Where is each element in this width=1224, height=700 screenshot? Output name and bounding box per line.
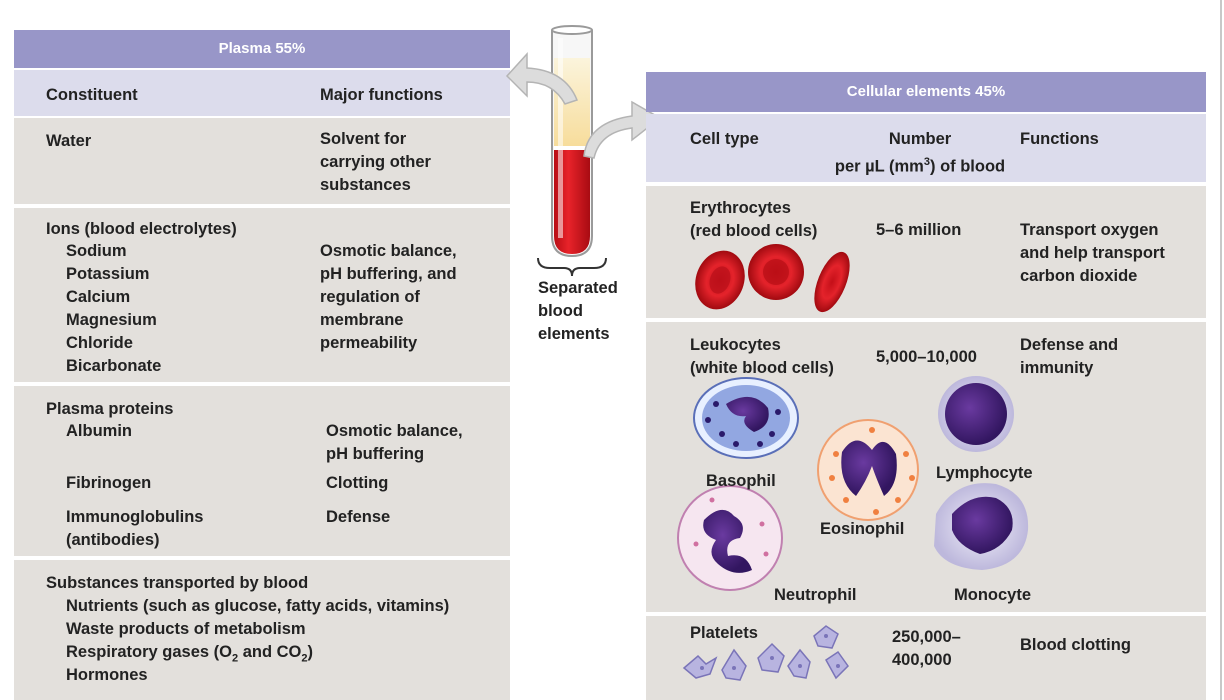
arrow-to-plasma-icon [505, 52, 578, 105]
water-function: Solvent for carrying other substances [320, 130, 431, 194]
transported-item-hormones: Hormones [66, 666, 148, 684]
col-cell-type: Cell type [690, 130, 759, 148]
eosinophil-label: Eosinophil [820, 520, 905, 538]
water-label: Water [46, 132, 92, 150]
fibrinogen-function: Clotting [326, 474, 389, 492]
basophil-icon [693, 377, 799, 459]
platelets-illustration [682, 625, 849, 681]
neutrophil-icon [677, 485, 783, 591]
transported-item-nutrients: Nutrients (such as glucose, fatty acids,… [66, 597, 450, 615]
immunoglobulins-function: Defense [326, 508, 391, 526]
erythrocytes-function: Transport oxygen and help transport carb… [1020, 221, 1165, 285]
col-number: Number per µL (mm3) of blood [834, 130, 1006, 176]
col-cell-functions: Functions [1020, 130, 1099, 148]
leukocytes-label: Leukocytes (white blood cells) [690, 336, 834, 377]
col-major-functions: Major functions [320, 86, 443, 104]
leukocytes-function: Defense and immunity [1020, 336, 1119, 377]
albumin-function: Osmotic balance, pH buffering [326, 422, 463, 463]
basophil-label: Basophil [706, 472, 776, 490]
monocyte-icon [934, 483, 1029, 570]
plasma-column-header-row [14, 70, 510, 116]
neutrophil-label: Neutrophil [774, 586, 857, 604]
cellular-row-erythrocytes [646, 186, 1206, 318]
immunoglobulins-label: Immunoglobulins (antibodies) [66, 508, 204, 549]
platelets-function: Blood clotting [1020, 636, 1131, 654]
cellular-header: Cellular elements 45% [646, 72, 1206, 112]
erythrocytes-label: Erythrocytes (red blood cells) [690, 199, 818, 240]
plasma-row-water [14, 118, 510, 204]
platelets-number: 250,000– 400,000 [892, 628, 961, 669]
ions-function: Osmotic balance, pH buffering, and regul… [320, 242, 457, 352]
ions-title: Ions (blood electrolytes) [46, 220, 237, 238]
plasma-row-ions [14, 208, 510, 382]
test-tube-illustration [537, 25, 607, 277]
lymphocyte-label: Lymphocyte [936, 464, 1033, 482]
erythrocytes-number: 5–6 million [876, 221, 962, 239]
proteins-title: Plasma proteins [46, 400, 174, 418]
col-constituent: Constituent [46, 86, 138, 104]
white-blood-cells-illustration [677, 376, 1029, 591]
ions-list: Sodium Potassium Calcium Magnesium Chlor… [66, 242, 162, 375]
transported-item-waste: Waste products of metabolism [66, 620, 306, 638]
platelets-label: Platelets [690, 624, 758, 642]
eosinophil-icon [817, 419, 919, 521]
leukocytes-number: 5,000–10,000 [876, 348, 977, 366]
plasma-row-proteins [14, 386, 510, 556]
monocyte-label: Monocyte [954, 586, 1032, 604]
tube-label: Separated blood elements [538, 279, 618, 343]
transported-item-gases: Respiratory gases (O2 and CO2) [66, 643, 313, 665]
transported-title: Substances transported by blood [46, 574, 309, 592]
cellular-column-header-row [646, 114, 1206, 182]
albumin-label: Albumin [66, 422, 132, 440]
fibrinogen-label: Fibrinogen [66, 474, 152, 492]
plasma-header: Plasma 55% [14, 30, 510, 68]
red-blood-cells-illustration [695, 244, 850, 313]
plasma-row-transported [14, 560, 510, 700]
right-edge-border [1218, 0, 1222, 700]
lymphocyte-icon [938, 376, 1014, 452]
